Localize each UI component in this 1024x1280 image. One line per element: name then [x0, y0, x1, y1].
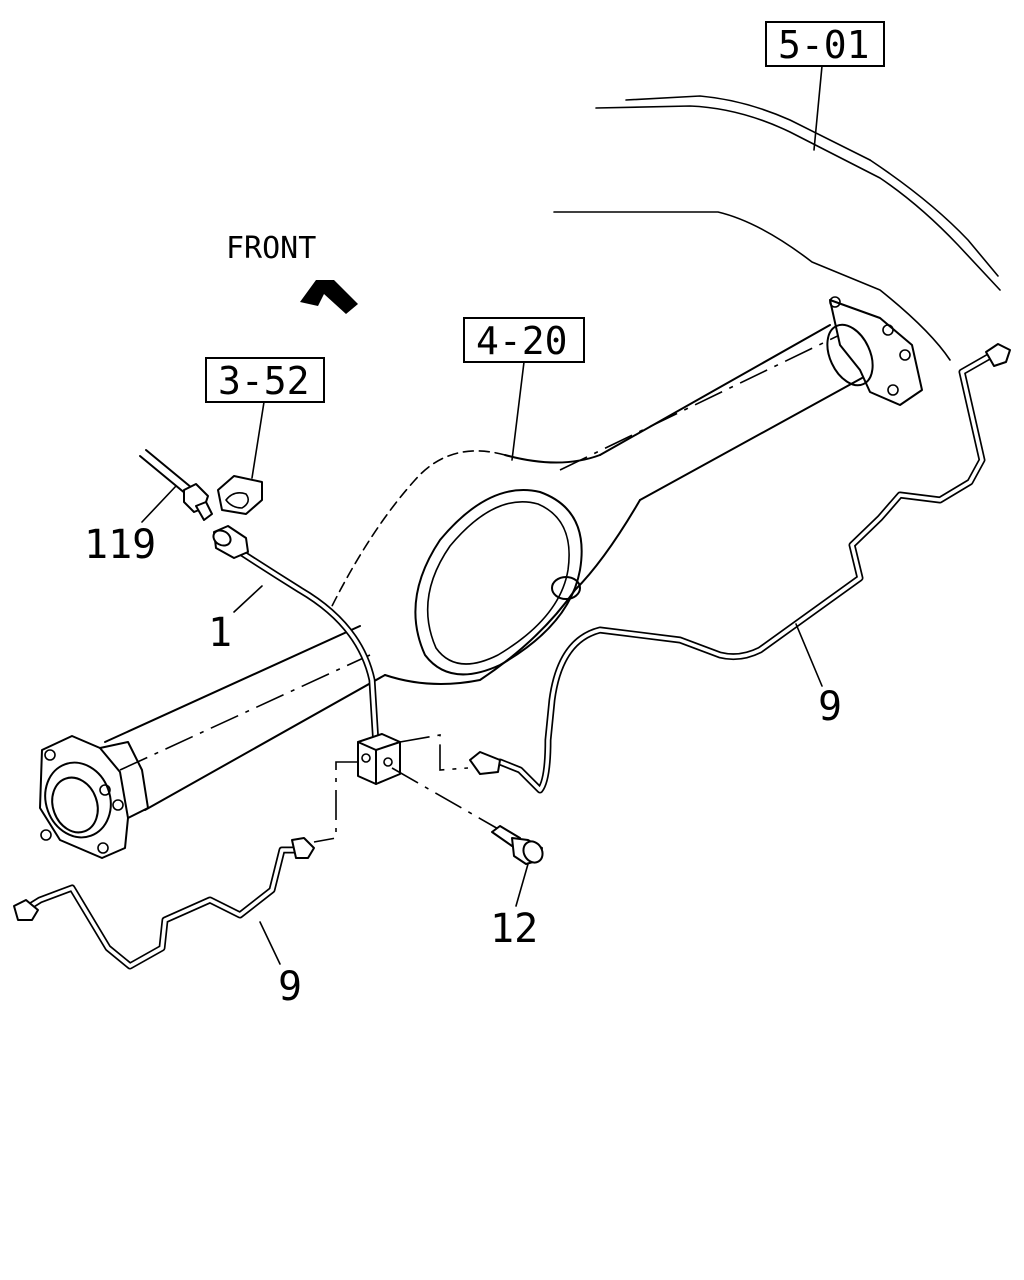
callout-9-left: 9 [259, 921, 302, 1010]
clip [217, 475, 263, 515]
reference-box-4-20: 4-20 [463, 317, 585, 461]
brake-pipe-right [399, 343, 1011, 794]
callout-number: 119 [84, 522, 156, 568]
brake-hose [212, 525, 380, 749]
brake-pipe-left [13, 761, 358, 970]
callout-9-right: 9 [795, 623, 842, 730]
callout-1: 1 [208, 585, 263, 656]
reference-code: 5-01 [778, 23, 870, 67]
reference-box-5-01: 5-01 [765, 21, 885, 151]
callout-number: 1 [208, 610, 232, 656]
callout-number: 9 [818, 684, 842, 730]
front-direction-indicator: FRONT [226, 231, 358, 314]
reference-code: 3-52 [218, 359, 310, 403]
callout-119: 119 [84, 485, 177, 568]
reference-box-3-52: 3-52 [205, 357, 325, 479]
arrow-up-left-icon [300, 280, 358, 314]
callout-number: 9 [278, 964, 302, 1010]
bolt [391, 767, 544, 865]
frame-outline [553, 95, 1001, 361]
callout-number: 12 [490, 906, 538, 952]
hose-end-fitting [139, 449, 213, 521]
front-label: FRONT [226, 231, 316, 266]
axle-housing [39, 296, 923, 859]
callout-12: 12 [490, 863, 538, 952]
reference-code: 4-20 [476, 319, 568, 363]
three-way-joint [357, 733, 401, 785]
